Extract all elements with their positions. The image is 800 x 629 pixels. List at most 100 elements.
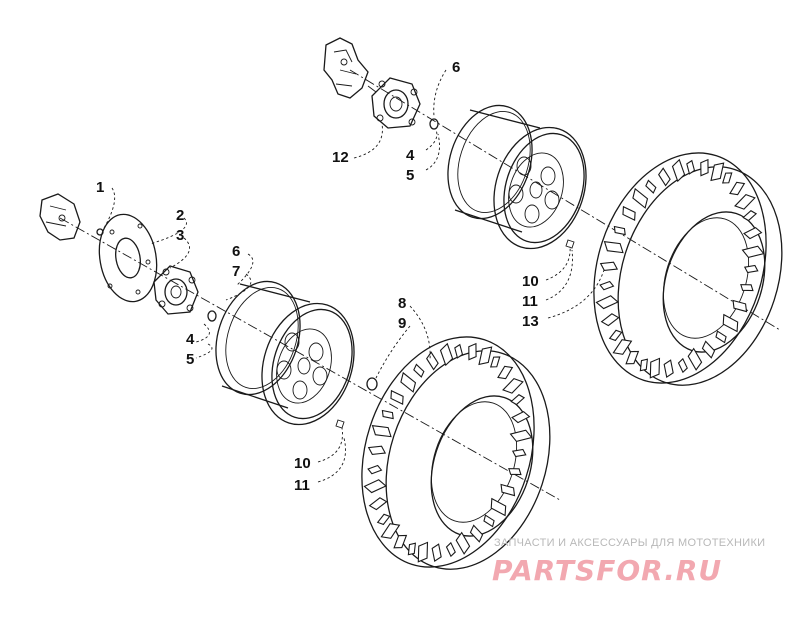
tread-lug xyxy=(622,205,636,221)
tread-lug xyxy=(376,513,391,526)
upper-wheel-assembly xyxy=(323,37,783,386)
tread-lug xyxy=(478,346,493,366)
tread-lug xyxy=(455,531,471,555)
callout-4-lower: 4 xyxy=(186,331,195,348)
callout-4-upper: 4 xyxy=(406,147,415,164)
callout-11-upper: 11 xyxy=(522,293,538,310)
tread-lug xyxy=(599,261,619,271)
callout-labels: 1 2 3 6 7 4 5 8 9 10 11 6 4 5 12 10 11 1… xyxy=(96,59,539,494)
lower-wheel-assembly xyxy=(39,193,561,570)
lower-center-cap xyxy=(366,377,378,391)
tread-lug xyxy=(381,409,394,420)
tread-lug xyxy=(426,351,439,371)
tread-lug xyxy=(439,342,454,367)
lower-hub xyxy=(153,265,199,315)
callout-12: 12 xyxy=(332,149,349,166)
tread-lug xyxy=(687,347,703,371)
tread-lug xyxy=(613,225,626,236)
tread-lug xyxy=(393,534,408,549)
tread-lug xyxy=(431,543,442,563)
tread-lug xyxy=(500,483,516,497)
callout-2: 2 xyxy=(176,207,184,224)
tread-lug xyxy=(371,425,392,438)
tread-lug xyxy=(686,159,696,175)
tread-lug xyxy=(469,524,484,543)
callout-5-upper: 5 xyxy=(406,167,414,184)
tread-lug xyxy=(743,226,763,240)
tread-lug xyxy=(734,194,756,210)
tread-lug xyxy=(729,181,746,196)
watermark-tagline: ЗАПЧАСТИ И АКСЕССУАРЫ ДЛЯ МОТОТЕХНИКИ xyxy=(494,537,765,549)
tread-lug xyxy=(658,167,671,187)
tread-lug xyxy=(671,158,686,183)
tread-lug xyxy=(741,245,765,259)
tread-lug xyxy=(363,479,387,494)
tread-lug xyxy=(511,448,527,458)
tread-lug xyxy=(595,295,619,310)
tread-lug xyxy=(625,350,640,365)
upper-valve-stem xyxy=(565,239,575,249)
tread-lug xyxy=(677,357,688,374)
tread-lug xyxy=(715,330,727,344)
lower-brake-disc xyxy=(98,213,158,303)
tread-lug xyxy=(742,210,758,222)
lower-lug-nut xyxy=(207,310,217,322)
callout-13: 13 xyxy=(522,313,539,330)
callout-6-lower: 6 xyxy=(232,243,240,260)
tread-lug xyxy=(509,429,533,443)
tread-lug xyxy=(608,329,623,342)
lower-tire xyxy=(361,336,551,570)
callout-5-lower: 5 xyxy=(186,351,194,368)
tread-lug xyxy=(483,514,495,528)
upper-knuckle xyxy=(323,37,369,99)
tread-lug xyxy=(732,299,748,313)
tread-lug xyxy=(700,158,709,177)
tread-lug xyxy=(603,241,624,254)
tread-lug xyxy=(701,340,716,359)
lower-knuckle xyxy=(39,193,81,241)
tread-lug xyxy=(497,365,514,380)
leader-lines xyxy=(103,69,605,483)
lower-valve-stem xyxy=(335,419,345,429)
tread-lug xyxy=(367,445,387,455)
tread-lug xyxy=(407,542,417,556)
watermark-logo: PARTSFOR.RU xyxy=(492,554,722,587)
lower-rim xyxy=(215,280,355,426)
callout-10-lower: 10 xyxy=(294,455,311,472)
tread-lug xyxy=(489,356,501,368)
callout-7: 7 xyxy=(232,263,240,280)
tread-lug xyxy=(663,359,674,379)
tread-lug xyxy=(612,339,633,355)
callout-9: 9 xyxy=(398,315,406,332)
tread-lug xyxy=(710,162,725,182)
tread-lug xyxy=(632,187,649,209)
tread-lug xyxy=(649,357,661,379)
tread-lug xyxy=(454,343,464,359)
upper-hub xyxy=(367,77,421,129)
callout-6-upper: 6 xyxy=(452,59,460,76)
tread-lug xyxy=(417,541,429,563)
tread-lug xyxy=(639,358,649,372)
tread-lug xyxy=(722,313,739,333)
tread-lug xyxy=(645,179,657,194)
tread-lug xyxy=(468,342,477,361)
callout-10-upper: 10 xyxy=(522,273,539,290)
upper-rim xyxy=(447,104,587,250)
callout-1: 1 xyxy=(96,179,104,196)
tread-lug xyxy=(508,468,522,476)
tread-lug xyxy=(599,280,615,291)
tread-lug xyxy=(390,389,404,405)
callout-11-lower: 11 xyxy=(294,477,310,494)
watermark: ЗАПЧАСТИ И АКСЕССУАРЫ ДЛЯ МОТОТЕХНИКИ PA… xyxy=(492,537,765,587)
tread-lug xyxy=(490,497,507,517)
tread-lug xyxy=(400,371,417,393)
tread-lug xyxy=(600,313,620,327)
tread-lug xyxy=(445,541,456,558)
tread-lug xyxy=(721,172,733,184)
callout-3: 3 xyxy=(176,227,184,244)
upper-lug-nut xyxy=(429,118,439,130)
tread-lug xyxy=(502,378,524,394)
upper-tire xyxy=(593,152,783,386)
tread-lug xyxy=(367,464,383,475)
